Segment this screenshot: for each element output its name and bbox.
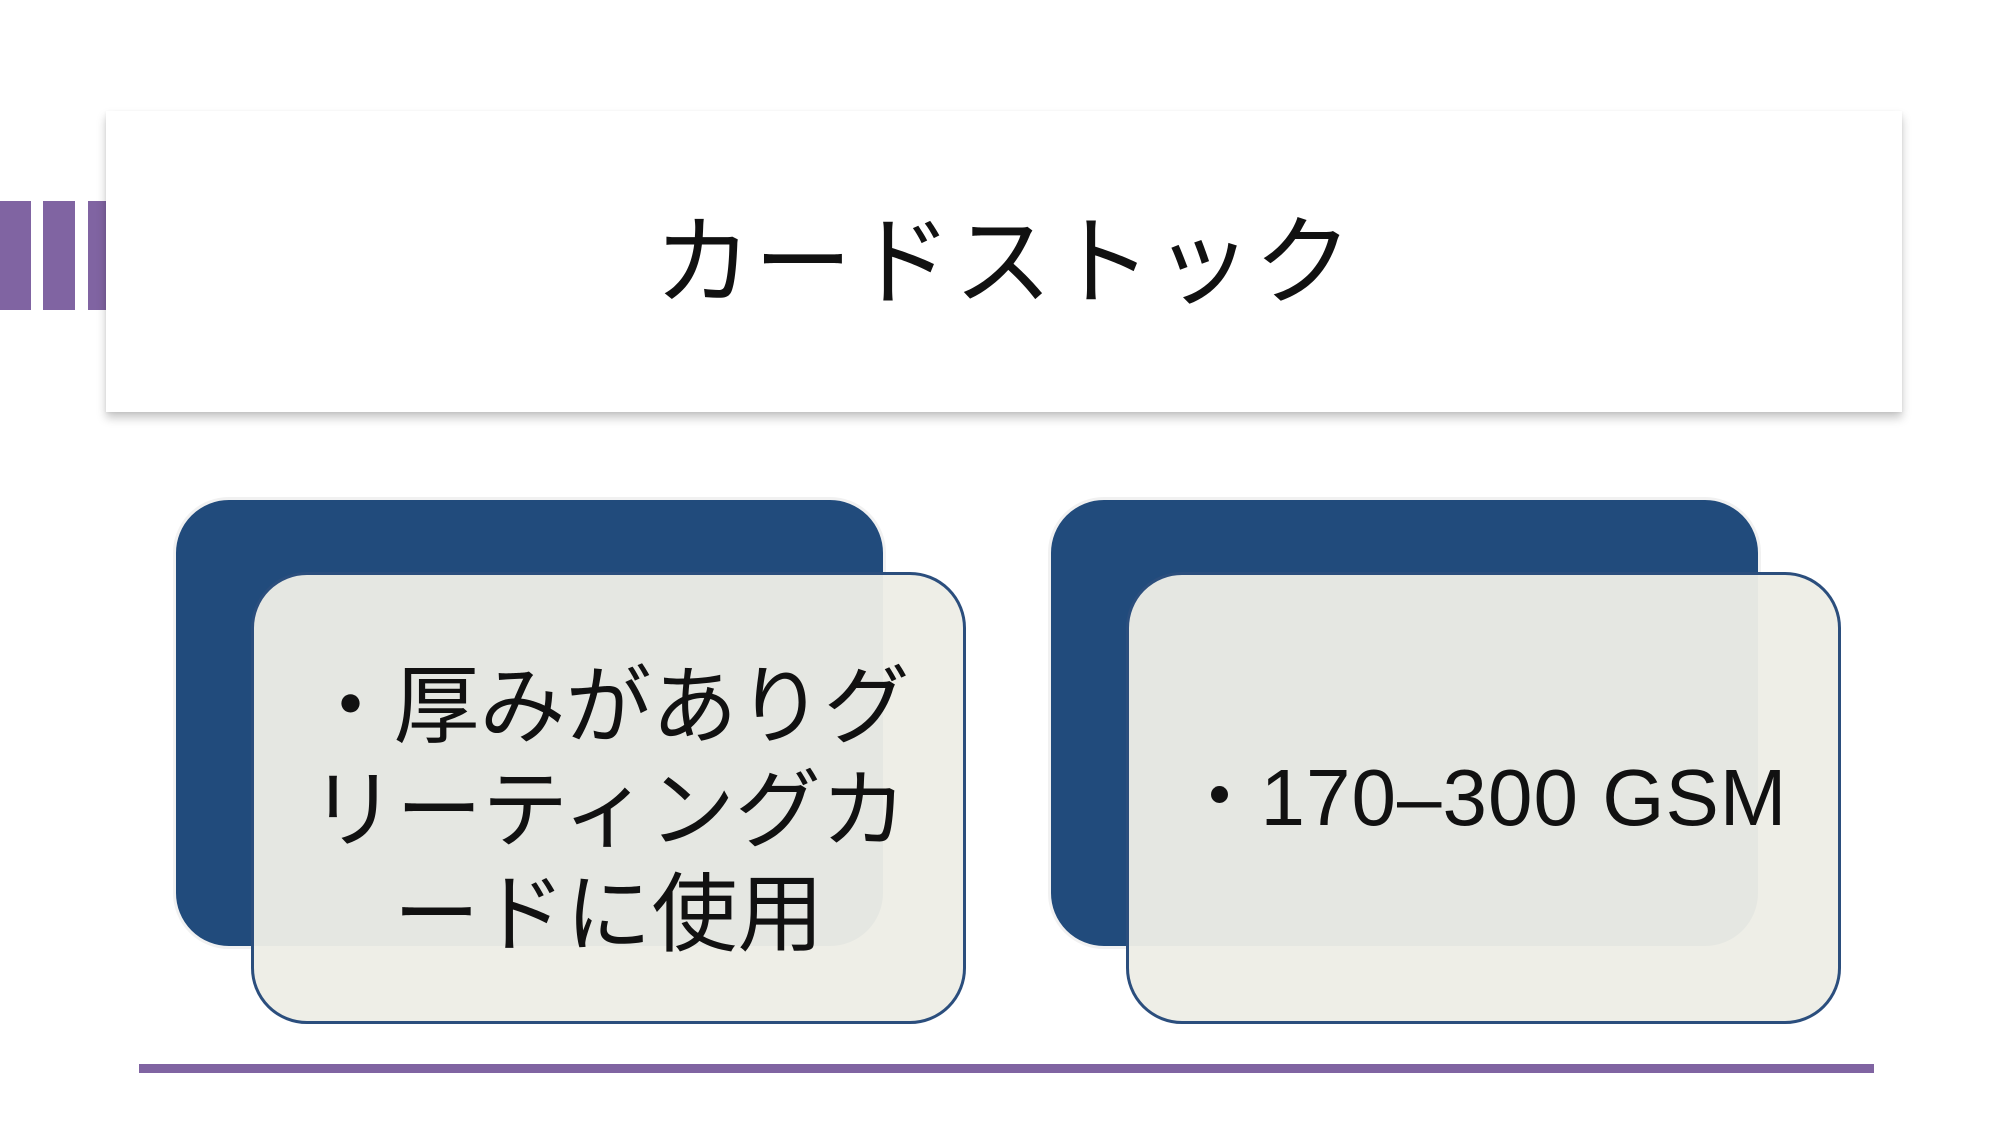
card-2-text: ・170–300 GSM [1179, 752, 1788, 842]
accent-bar-3 [88, 201, 106, 310]
slide-title: カードストック [653, 206, 1354, 320]
accent-bar-1 [0, 201, 31, 310]
card-1: ・厚みがありグリーティングカードに使用 [251, 572, 966, 1024]
title-panel: カードストック [106, 111, 1902, 412]
card-1-text: ・厚みがありグリーティングカードに使用 [307, 656, 910, 966]
card-2: ・170–300 GSM [1126, 572, 1841, 1024]
bottom-divider [139, 1064, 1874, 1073]
accent-bar-2 [43, 201, 75, 310]
